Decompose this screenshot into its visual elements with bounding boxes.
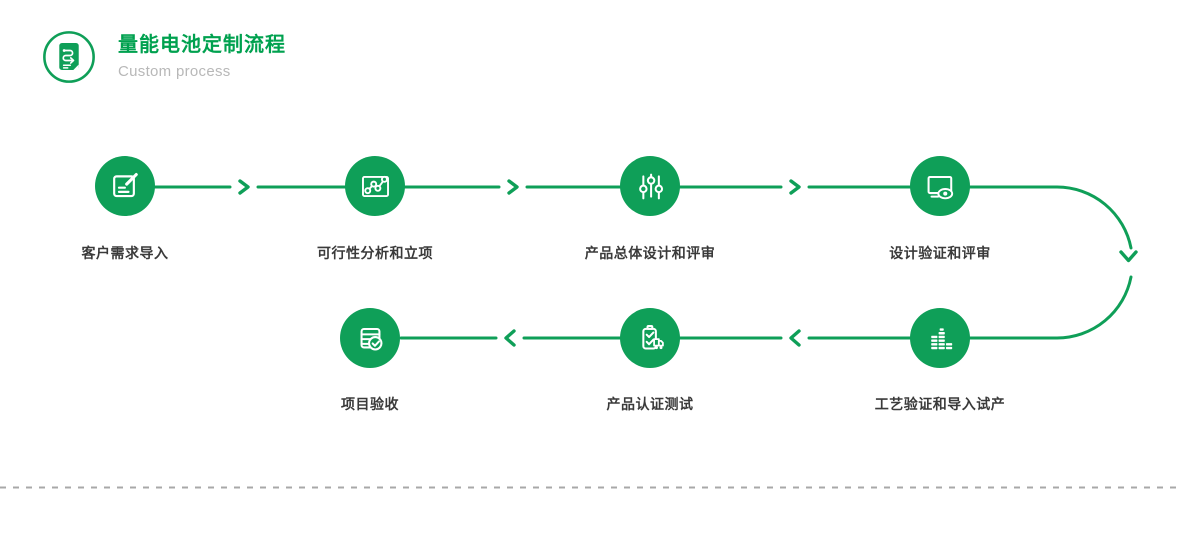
step-5-circle (910, 308, 970, 368)
step-3-label: 产品总体设计和评审 (584, 245, 716, 261)
step-2-feasibility-analysis (345, 156, 405, 216)
step-2-label: 可行性分析和立项 (317, 245, 433, 261)
flow-curve (968, 185, 1133, 250)
step-2-circle (345, 156, 405, 216)
step-1-label: 客户需求导入 (81, 245, 169, 261)
arrow-left-icon (789, 329, 801, 347)
step-3-overall-design-review (620, 156, 680, 216)
page-subtitle: Custom process (118, 63, 231, 80)
document-check-icon (360, 327, 382, 350)
step-3-circle (620, 156, 680, 216)
sliders-icon (638, 173, 663, 199)
flow-curve (968, 275, 1133, 340)
step-5-process-verification-trial (910, 308, 970, 368)
step-4-label: 设计验证和评审 (889, 245, 991, 261)
step-7-label: 项目验收 (341, 396, 399, 412)
edit-document-icon (112, 172, 138, 197)
step-6-circle (620, 308, 680, 368)
step-7-circle (340, 308, 400, 368)
monitor-review-icon (927, 175, 953, 199)
step-1-customer-requirements (95, 156, 155, 216)
arrow-right-icon (238, 179, 250, 195)
header: 量能电池定制流程 Custom process (42, 30, 286, 84)
step-4-design-verification-review (910, 156, 970, 216)
process-document-icon (42, 30, 96, 84)
step-5-label: 工艺验证和导入试产 (874, 396, 1006, 412)
chart-analysis-icon (361, 175, 389, 197)
step-1-circle (95, 156, 155, 216)
arrow-left-icon (504, 329, 516, 347)
equalizer-bars-icon (930, 327, 952, 349)
arrow-down-icon (1119, 250, 1138, 263)
step-6-label: 产品认证测试 (606, 396, 694, 412)
step-6-certification-testing (620, 308, 680, 368)
step-7-project-acceptance (340, 308, 400, 368)
arrow-right-icon (507, 179, 519, 195)
certification-shipping-icon (641, 324, 664, 350)
page-title: 量能电池定制流程 (118, 34, 286, 56)
arrow-right-icon (789, 179, 801, 195)
dashed-divider (0, 486, 1179, 489)
step-4-circle (910, 156, 970, 216)
header-text: 量能电池定制流程 Custom process (118, 30, 286, 80)
